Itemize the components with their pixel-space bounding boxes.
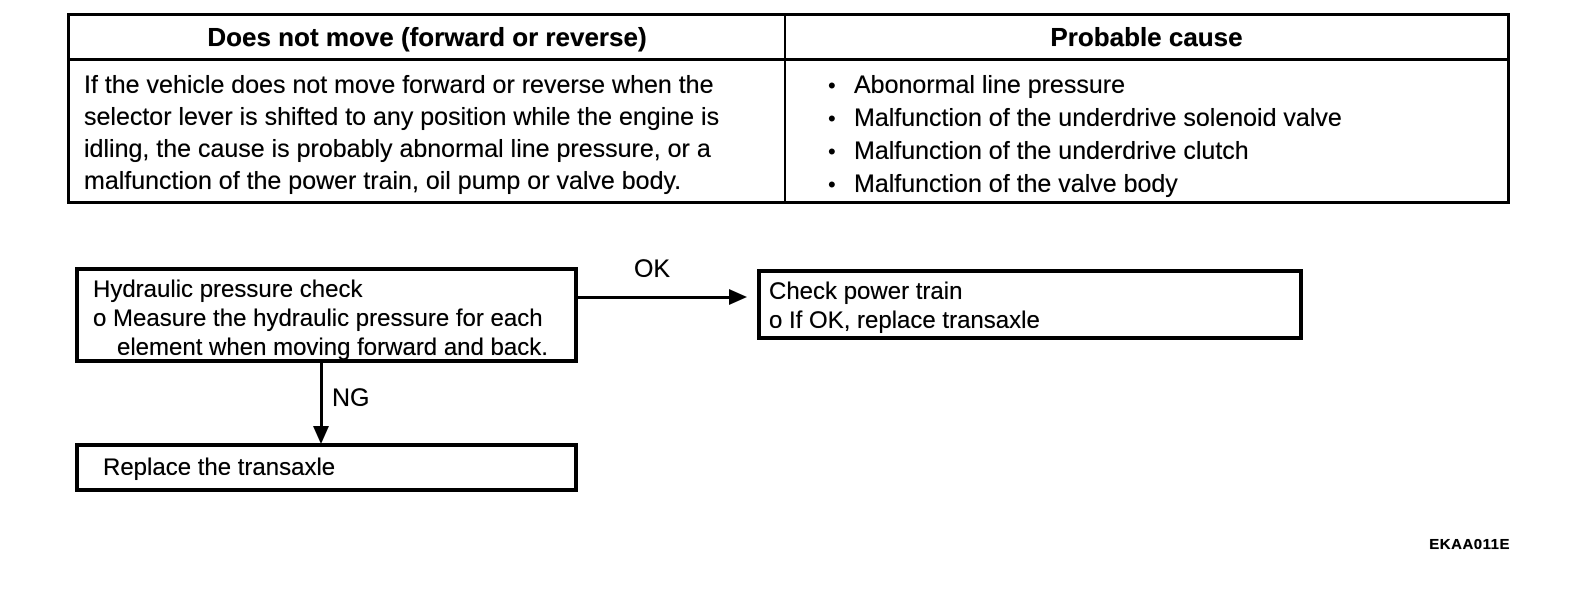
ng-branch-label: NG [332,384,370,412]
bullet-icon: • [828,172,836,197]
flow-box-check-power-train: Check power train o If OK, replace trans… [757,269,1303,340]
list-item: • Malfunction of the underdrive solenoid… [828,102,1499,135]
flow-box-detail-line: o Measure the hydraulic pressure for eac… [93,305,543,332]
ok-arrow-head-icon [729,289,747,305]
symptom-table: Does not move (forward or reverse) Proba… [67,13,1510,204]
bullet-icon: • [828,73,836,98]
symptom-description: If the vehicle does not move forward or … [70,61,786,201]
ng-arrow-head-icon [313,426,329,444]
table-header-symptom: Does not move (forward or reverse) [70,16,786,58]
figure-code: EKAA011E [1429,536,1510,553]
cause-text: Malfunction of the underdrive clutch [854,137,1249,165]
cause-text: Malfunction of the underdrive solenoid v… [854,104,1342,132]
table-header-probable-cause: Probable cause [1050,21,1243,52]
flow-box-hydraulic-pressure-check: Hydraulic pressure check o Measure the h… [75,267,578,363]
probable-cause-list: • Abonormal line pressure • Malfunction … [786,61,1507,201]
ok-arrow-line [577,296,730,299]
flow-box-title: Hydraulic pressure check [93,276,363,303]
list-item: • Abonormal line pressure [828,69,1499,102]
bullet-icon: • [828,139,836,164]
list-item: • Malfunction of the underdrive clutch [828,135,1499,168]
cause-text: Abonormal line pressure [854,71,1125,99]
ok-branch-label: OK [633,255,671,283]
flow-box-title: Check power train [769,278,963,305]
flow-box-detail-line: o If OK, replace transaxle [769,307,1040,334]
flow-box-detail-continuation: element when moving forward and back. [117,334,548,361]
list-item: • Malfunction of the valve body [828,168,1499,201]
bullet-icon: • [828,106,836,131]
flow-box-title: Replace the transaxle [103,453,336,481]
table-header-row: Does not move (forward or reverse) Proba… [70,16,1507,61]
table-body-row: If the vehicle does not move forward or … [70,61,1507,201]
ng-arrow-line [320,363,323,427]
cause-text: Malfunction of the valve body [854,170,1178,198]
flow-box-replace-transaxle: Replace the transaxle [75,443,578,492]
